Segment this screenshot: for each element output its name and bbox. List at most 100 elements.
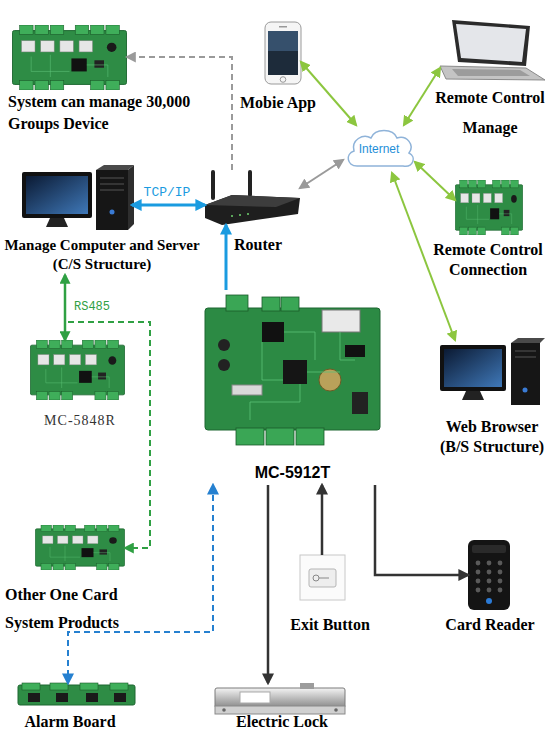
card-reader-image bbox=[476, 570, 481, 575]
node-label: Web Browser (B/S Structure) bbox=[434, 417, 550, 457]
web-browser-computer bbox=[523, 388, 528, 393]
electric-lock-image bbox=[215, 706, 345, 714]
card-reader-image bbox=[476, 588, 481, 593]
edge-label: RS485 bbox=[74, 299, 134, 315]
one-card-board-image bbox=[35, 525, 124, 570]
connector bbox=[65, 275, 150, 548]
laptop bbox=[440, 20, 545, 80]
exit-button-image bbox=[309, 569, 336, 587]
alarm-board-image bbox=[28, 693, 40, 702]
main-controller-image bbox=[226, 295, 248, 311]
card-reader-image bbox=[468, 540, 510, 610]
main-controller-image bbox=[340, 332, 355, 360]
web-browser-computer bbox=[511, 338, 545, 343]
controller-board: System can manage 30,000 Groups Device bbox=[12, 25, 127, 90]
electric-lock-image bbox=[215, 683, 345, 714]
caption: Web Browser (B/S Structure) bbox=[434, 417, 550, 457]
main-controller-image bbox=[262, 322, 284, 342]
laptop bbox=[456, 24, 526, 62]
connector bbox=[127, 57, 232, 170]
edge-label: TCP/IP bbox=[136, 185, 198, 201]
node-label: Router bbox=[208, 235, 308, 255]
main-controller-image bbox=[352, 392, 368, 414]
card-reader-image bbox=[498, 561, 503, 566]
alarm-board-image bbox=[22, 683, 40, 690]
mobile-phone bbox=[268, 31, 298, 51]
server-computer: Manage Computer and Server (C/S Structur… bbox=[2, 165, 132, 275]
card-reader-image bbox=[468, 540, 510, 610]
alarm-board-image bbox=[110, 683, 128, 690]
caption: Alarm Board bbox=[10, 712, 130, 732]
computer-and-server bbox=[96, 170, 128, 230]
connector bbox=[375, 485, 468, 575]
exit-button-image bbox=[319, 578, 329, 579]
exit-button-image bbox=[300, 555, 345, 600]
node-label: Card Reader bbox=[430, 615, 550, 635]
alarm-board-image bbox=[50, 683, 68, 690]
caption: Remote Control Connection bbox=[426, 240, 550, 280]
router-image bbox=[205, 170, 300, 225]
router-image bbox=[205, 195, 300, 207]
node-label: Remote Control Manage bbox=[428, 83, 550, 143]
router: Router bbox=[205, 170, 300, 225]
remote-manage-laptop: Remote Control Manage bbox=[440, 20, 545, 80]
computer-and-server bbox=[128, 165, 134, 230]
exit-button-image bbox=[300, 555, 345, 600]
node-label: Mobie App bbox=[223, 93, 333, 113]
router-image bbox=[211, 170, 215, 200]
node-label: MC-5848R bbox=[20, 411, 140, 431]
mobile-phone bbox=[265, 22, 301, 84]
alarm-board-image bbox=[28, 693, 126, 702]
main-controller-image bbox=[266, 428, 294, 445]
card-reader-image bbox=[498, 579, 503, 584]
controller-board-image bbox=[12, 25, 126, 90]
expansion-board-image bbox=[30, 340, 124, 400]
alarm-board-image bbox=[114, 693, 126, 702]
router-image bbox=[231, 213, 249, 217]
main-controller-image bbox=[281, 297, 299, 311]
connector bbox=[301, 62, 356, 125]
router-image bbox=[248, 170, 252, 197]
web-browser-computer: Web Browser (B/S Structure) bbox=[440, 340, 545, 405]
node-label: Internet bbox=[343, 142, 415, 156]
connector bbox=[68, 485, 213, 683]
main-controller-image bbox=[226, 295, 324, 445]
exit-button-image bbox=[313, 575, 319, 581]
electric-lock-image bbox=[240, 692, 270, 703]
card-reader-image bbox=[498, 588, 503, 593]
alarm-board-image bbox=[22, 683, 128, 690]
connector bbox=[132, 204, 205, 207]
controller-board-image bbox=[12, 25, 126, 90]
mobile-phone bbox=[279, 26, 287, 28]
node-label: Manage Computer and Server (C/S Structur… bbox=[0, 236, 204, 274]
expansion-board-image bbox=[30, 340, 124, 400]
caption: Card Reader bbox=[430, 615, 550, 635]
node-label: Electric Lock bbox=[207, 712, 357, 732]
caption: Remote Control Manage bbox=[428, 83, 550, 143]
node-label: MC-5912T bbox=[200, 462, 385, 484]
laptop bbox=[440, 66, 545, 80]
caption: Mobie App bbox=[223, 93, 333, 113]
card-reader-image bbox=[476, 561, 481, 566]
computer-and-server bbox=[110, 210, 115, 215]
alarm-board: Alarm Board bbox=[18, 683, 135, 705]
laptop bbox=[452, 69, 530, 76]
mobile-app: Mobie App bbox=[265, 22, 301, 84]
main-controller-image bbox=[345, 345, 365, 357]
mobile-phone bbox=[280, 77, 286, 83]
main-controller-image bbox=[250, 332, 355, 420]
router-image bbox=[205, 195, 300, 225]
computer-and-server bbox=[100, 178, 124, 179]
caption: Router bbox=[208, 235, 308, 255]
router-image bbox=[239, 214, 241, 216]
computer-and-server bbox=[100, 184, 124, 185]
node-label: Exit Button bbox=[272, 615, 388, 635]
card-reader-image bbox=[476, 579, 481, 584]
main-controller-image bbox=[262, 297, 280, 311]
main-controller-image bbox=[218, 359, 230, 371]
node-label: System can manage 30,000 Groups Device bbox=[8, 91, 218, 135]
main-controller-image bbox=[284, 332, 315, 360]
